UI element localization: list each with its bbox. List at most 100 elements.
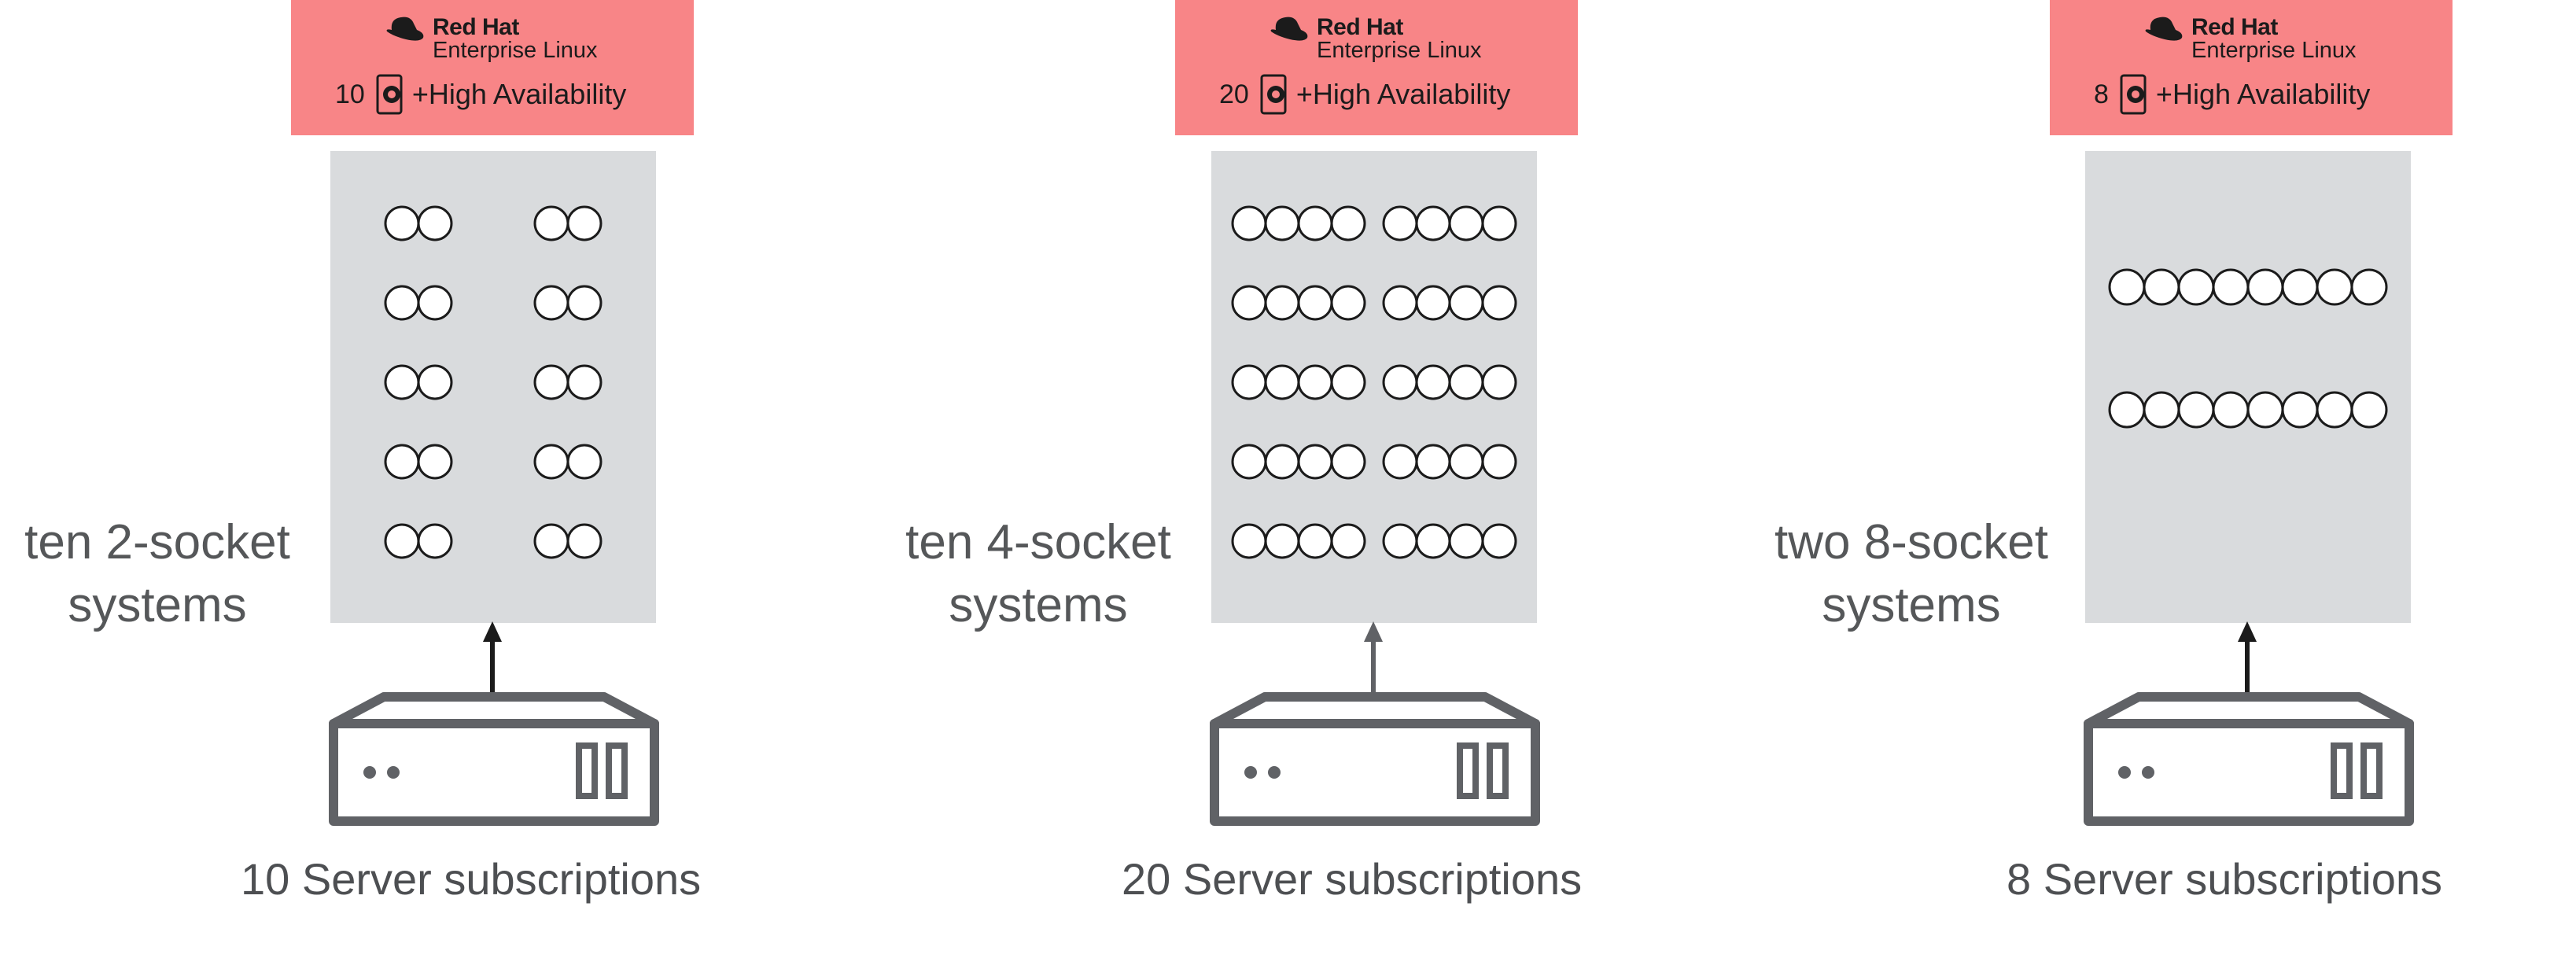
brand-name: Red Hat xyxy=(433,14,519,40)
socket-circle xyxy=(1297,205,1333,241)
socket-circle xyxy=(2281,391,2319,429)
system-6 xyxy=(533,364,603,400)
panel-ten-4-socket: Red Hat Enterprise Linux 20 +High Availa… xyxy=(881,0,1738,958)
socket-circle xyxy=(417,285,453,321)
socket-circle xyxy=(2177,268,2215,306)
socket-circle xyxy=(2316,391,2353,429)
system-2 xyxy=(533,205,603,241)
socket-circle xyxy=(2143,268,2180,306)
subscription-count: 10 xyxy=(335,79,365,109)
socket-circle xyxy=(1330,205,1366,241)
socket-circle xyxy=(566,364,603,400)
system-description-line2: systems xyxy=(68,578,247,632)
socket-circle xyxy=(1231,444,1267,480)
red-hat-logo-icon xyxy=(386,17,424,41)
system-5 xyxy=(1231,364,1366,400)
socket-circle xyxy=(1481,444,1517,480)
socket-circle xyxy=(1481,285,1517,321)
red-hat-logo-icon xyxy=(1270,17,1308,41)
socket-circle xyxy=(1297,285,1333,321)
socket-circle xyxy=(2143,391,2180,429)
system-5 xyxy=(384,364,453,400)
red-hat-logo-icon xyxy=(2145,17,2183,41)
socket-circle xyxy=(1415,523,1451,559)
socket-circle xyxy=(566,523,603,559)
system-9 xyxy=(384,523,453,559)
system-2 xyxy=(2108,391,2388,429)
panel-ten-2-socket: Red Hat Enterprise Linux 10 +High Availa… xyxy=(0,0,857,958)
socket-circle xyxy=(1448,523,1484,559)
socket-circle xyxy=(1415,364,1451,400)
product-name: Enterprise Linux xyxy=(2191,38,2357,63)
socket-circle xyxy=(1330,523,1366,559)
socket-circle xyxy=(1415,205,1451,241)
socket-grid xyxy=(2108,268,2388,429)
brand-name: Red Hat xyxy=(2191,14,2278,40)
subscription-banner: Red Hat Enterprise Linux 10 +High Availa… xyxy=(291,0,694,135)
system-rack xyxy=(1211,151,1537,623)
socket-circle xyxy=(533,444,569,480)
socket-circle xyxy=(1231,205,1267,241)
high-availability-icon xyxy=(2120,74,2147,115)
footer-label: 8 Server subscriptions xyxy=(2007,854,2443,904)
socket-circle xyxy=(2350,268,2388,306)
socket-circle xyxy=(1231,523,1267,559)
socket-circle xyxy=(1382,205,1418,241)
brand-name: Red Hat xyxy=(1317,14,1403,40)
system-2 xyxy=(1382,205,1517,241)
socket-circle xyxy=(2246,391,2284,429)
socket-circle xyxy=(2281,268,2319,306)
system-3 xyxy=(384,285,453,321)
socket-grid xyxy=(1231,205,1517,559)
socket-circle xyxy=(417,364,453,400)
system-4 xyxy=(1382,285,1517,321)
panel-two-8-socket: Red Hat Enterprise Linux 8 +High Availab… xyxy=(1750,0,2576,958)
system-8 xyxy=(1382,444,1517,480)
system-7 xyxy=(1231,444,1366,480)
socket-circle xyxy=(566,205,603,241)
system-description-line2: systems xyxy=(1822,578,2001,632)
socket-circle xyxy=(566,285,603,321)
socket-circle xyxy=(417,205,453,241)
addon-name: +High Availability xyxy=(2155,78,2371,110)
system-7 xyxy=(384,444,453,480)
high-availability-icon xyxy=(376,74,403,115)
socket-circle xyxy=(1330,364,1366,400)
subscription-count: 20 xyxy=(1219,79,1249,109)
product-name: Enterprise Linux xyxy=(433,38,598,63)
socket-circle xyxy=(417,523,453,559)
system-description-line1: ten 4-socket xyxy=(905,515,1171,569)
socket-circle xyxy=(417,444,453,480)
subscription-banner: Red Hat Enterprise Linux 8 +High Availab… xyxy=(2050,0,2453,135)
system-9 xyxy=(1231,523,1366,559)
socket-circle xyxy=(384,523,420,559)
socket-circle xyxy=(1231,285,1267,321)
socket-circle xyxy=(1415,285,1451,321)
socket-circle xyxy=(1231,364,1267,400)
socket-circle xyxy=(2212,268,2250,306)
socket-grid xyxy=(384,205,603,559)
socket-circle xyxy=(1382,285,1418,321)
socket-circle xyxy=(533,205,569,241)
socket-circle xyxy=(2316,268,2353,306)
system-1 xyxy=(1231,205,1366,241)
system-description: ten 4-socket systems xyxy=(881,511,1196,637)
socket-circle xyxy=(1264,285,1300,321)
product-name: Enterprise Linux xyxy=(1317,38,1482,63)
socket-circle xyxy=(1481,364,1517,400)
arrow-up-icon xyxy=(1364,621,1383,694)
socket-circle xyxy=(1448,364,1484,400)
addon-name: +High Availability xyxy=(411,78,627,110)
server-icon xyxy=(329,692,659,826)
socket-circle xyxy=(533,364,569,400)
socket-circle xyxy=(1448,444,1484,480)
system-6 xyxy=(1382,364,1517,400)
server-icon xyxy=(2084,692,2414,826)
footer-label: 10 Server subscriptions xyxy=(241,854,702,904)
system-3 xyxy=(1231,285,1366,321)
socket-circle xyxy=(384,205,420,241)
system-description: ten 2-socket systems xyxy=(0,511,315,637)
socket-circle xyxy=(1297,364,1333,400)
system-description-line2: systems xyxy=(949,578,1128,632)
system-description-line1: two 8-socket xyxy=(1774,515,2049,569)
